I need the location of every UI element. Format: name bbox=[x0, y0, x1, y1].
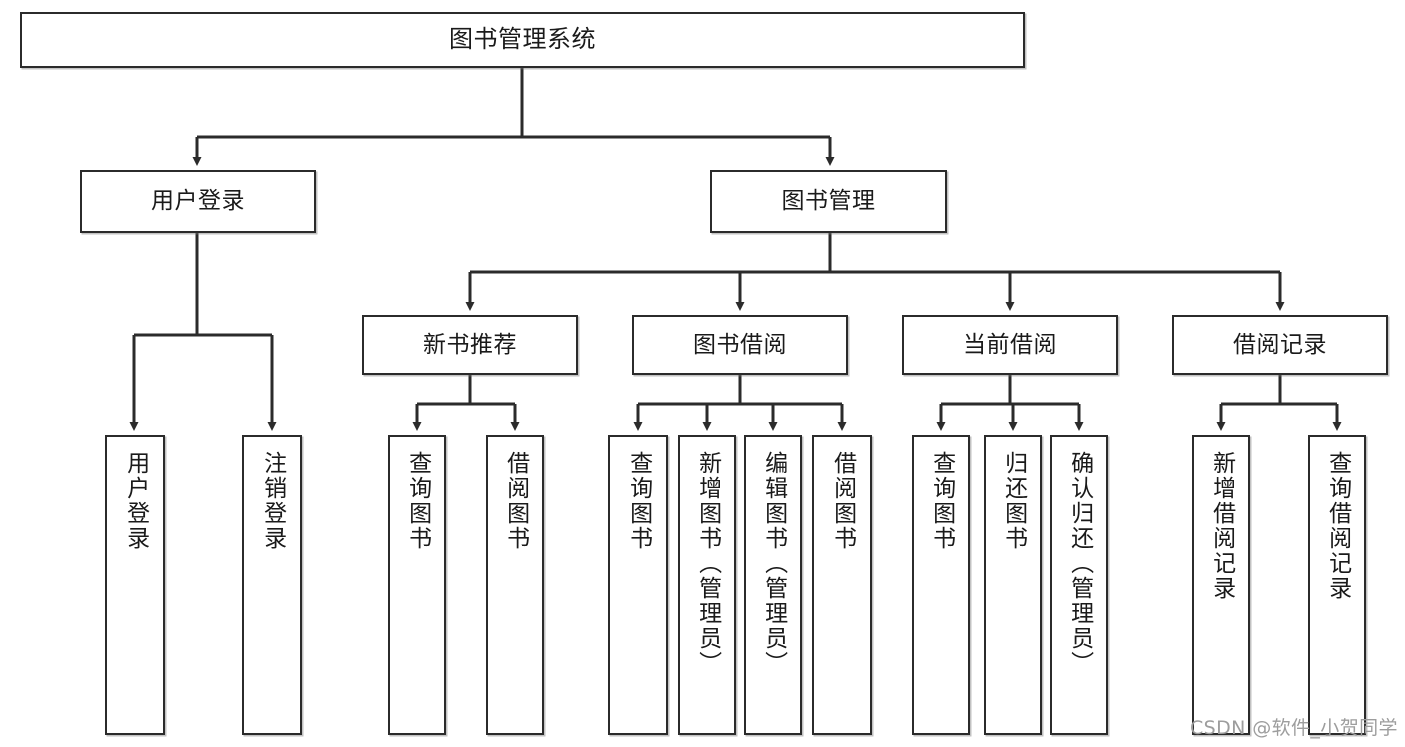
leaf-logout[interactable]: 注销登录 bbox=[242, 435, 302, 735]
node-book-borrow[interactable]: 图书借阅 bbox=[632, 315, 848, 375]
leaf-query-books-borrow[interactable]: 查询图书 bbox=[608, 435, 668, 735]
node-user-login-label: 用户登录 bbox=[151, 188, 245, 215]
leaf-query-books-current-label: 查询图书 bbox=[928, 451, 955, 551]
leaf-user-login-label: 用户登录 bbox=[122, 451, 149, 551]
leaf-edit-book-admin-label: 编辑图书（管理员） bbox=[760, 451, 787, 676]
watermark-text: CSDN @软件_小贺同学 bbox=[1190, 717, 1398, 739]
leaf-borrow-books[interactable]: 借阅图书 bbox=[812, 435, 872, 735]
leaf-query-books-borrow-label: 查询图书 bbox=[625, 451, 652, 551]
leaf-query-books-recommend[interactable]: 查询图书 bbox=[388, 435, 446, 735]
node-book-borrow-label: 图书借阅 bbox=[693, 331, 787, 358]
leaf-add-borrow-record-label: 新增借阅记录 bbox=[1208, 451, 1235, 601]
leaf-query-books-current[interactable]: 查询图书 bbox=[912, 435, 970, 735]
node-new-book-recommend-label: 新书推荐 bbox=[423, 331, 517, 358]
leaf-confirm-return-admin-label: 确认归还（管理员） bbox=[1066, 451, 1093, 676]
node-user-login[interactable]: 用户登录 bbox=[80, 170, 316, 233]
node-current-borrow-label: 当前借阅 bbox=[963, 331, 1057, 358]
leaf-return-books-label: 归还图书 bbox=[1000, 451, 1027, 551]
node-root-label: 图书管理系统 bbox=[449, 25, 596, 54]
node-book-management-label: 图书管理 bbox=[781, 188, 876, 215]
leaf-query-books-recommend-label: 查询图书 bbox=[404, 451, 431, 551]
leaf-query-borrow-record[interactable]: 查询借阅记录 bbox=[1308, 435, 1366, 735]
node-root[interactable]: 图书管理系统 bbox=[20, 12, 1025, 68]
leaf-borrow-books-recommend[interactable]: 借阅图书 bbox=[486, 435, 544, 735]
leaf-borrow-books-label: 借阅图书 bbox=[829, 451, 856, 551]
node-new-book-recommend[interactable]: 新书推荐 bbox=[362, 315, 578, 375]
leaf-add-borrow-record[interactable]: 新增借阅记录 bbox=[1192, 435, 1250, 735]
node-borrow-records-label: 借阅记录 bbox=[1233, 331, 1327, 358]
leaf-edit-book-admin[interactable]: 编辑图书（管理员） bbox=[744, 435, 802, 735]
leaf-confirm-return-admin[interactable]: 确认归还（管理员） bbox=[1050, 435, 1108, 735]
leaf-add-book-admin-label: 新增图书（管理员） bbox=[694, 451, 721, 676]
leaf-borrow-books-recommend-label: 借阅图书 bbox=[502, 451, 529, 551]
node-current-borrow[interactable]: 当前借阅 bbox=[902, 315, 1118, 375]
leaf-logout-label: 注销登录 bbox=[259, 451, 286, 551]
node-book-management[interactable]: 图书管理 bbox=[710, 170, 947, 233]
node-borrow-records[interactable]: 借阅记录 bbox=[1172, 315, 1388, 375]
leaf-user-login[interactable]: 用户登录 bbox=[105, 435, 165, 735]
leaf-add-book-admin[interactable]: 新增图书（管理员） bbox=[678, 435, 736, 735]
leaf-return-books[interactable]: 归还图书 bbox=[984, 435, 1042, 735]
leaf-query-borrow-record-label: 查询借阅记录 bbox=[1324, 451, 1351, 601]
